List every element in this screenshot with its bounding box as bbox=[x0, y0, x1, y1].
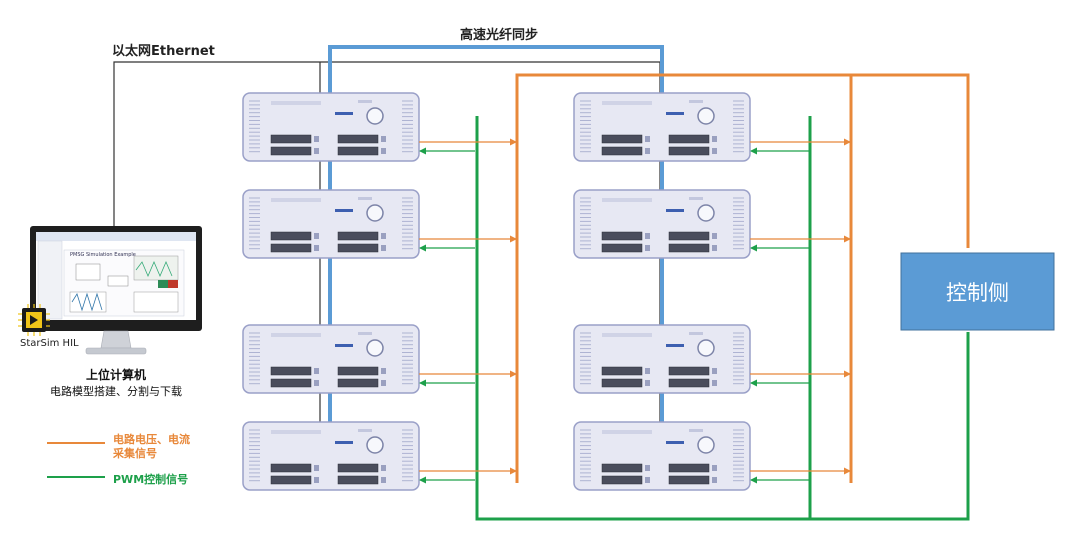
connector-port bbox=[601, 146, 643, 156]
connector-port bbox=[337, 378, 379, 388]
sampling-signal-bus bbox=[515, 73, 970, 483]
connector-port bbox=[270, 134, 312, 144]
host-title: 上位计算机 bbox=[85, 368, 146, 382]
connector-port bbox=[270, 231, 312, 241]
power-knob-icon bbox=[366, 204, 384, 222]
ethernet-label: 以太网Ethernet bbox=[112, 44, 215, 59]
connector-port bbox=[337, 146, 379, 156]
connector-port bbox=[270, 475, 312, 485]
power-knob-icon bbox=[366, 107, 384, 125]
host-computer-monitor bbox=[30, 226, 202, 355]
connector-port bbox=[337, 231, 379, 241]
connector-port bbox=[601, 134, 643, 144]
connector-port bbox=[270, 243, 312, 253]
host-subtitle: 电路模型搭建、分割与下载 bbox=[50, 385, 182, 398]
connector-port bbox=[601, 475, 643, 485]
simulator-unit-left-3 bbox=[242, 324, 420, 394]
power-knob-icon bbox=[366, 436, 384, 454]
connector-port bbox=[601, 378, 643, 388]
simulator-unit-left-2 bbox=[242, 189, 420, 259]
power-knob-icon bbox=[697, 436, 715, 454]
legend-orange-label-2: 采集信号 bbox=[113, 447, 157, 460]
legend-orange-label-1: 电路电压、电流 bbox=[113, 433, 190, 446]
connector-port bbox=[337, 134, 379, 144]
monitor-window-title: PMSG Simulation Example bbox=[70, 252, 136, 258]
starsim-chip-icon bbox=[18, 304, 50, 336]
connector-port bbox=[601, 366, 643, 376]
connector-port bbox=[668, 243, 710, 253]
connector-port bbox=[601, 463, 643, 473]
connector-port bbox=[337, 243, 379, 253]
power-knob-icon bbox=[697, 204, 715, 222]
connector-port bbox=[601, 243, 643, 253]
simulator-unit-right-2 bbox=[573, 189, 751, 259]
connector-port bbox=[601, 231, 643, 241]
connector-port bbox=[668, 366, 710, 376]
connector-port bbox=[337, 366, 379, 376]
connector-port bbox=[270, 146, 312, 156]
connector-port bbox=[337, 463, 379, 473]
connector-port bbox=[668, 475, 710, 485]
connector-port bbox=[668, 463, 710, 473]
simulator-unit-left-1 bbox=[242, 92, 420, 162]
simulator-unit-right-4 bbox=[573, 421, 751, 491]
simulator-unit-right-3 bbox=[573, 324, 751, 394]
power-knob-icon bbox=[697, 107, 715, 125]
legend-green-label: PWM控制信号 bbox=[113, 473, 189, 486]
pwm-signal-bus bbox=[475, 116, 970, 521]
simulator-unit-right-1 bbox=[573, 92, 751, 162]
connector-port bbox=[668, 231, 710, 241]
connector-port bbox=[270, 366, 312, 376]
connector-port bbox=[337, 475, 379, 485]
fiber-sync-label: 高速光纤同步 bbox=[460, 28, 539, 43]
simulator-unit-left-4 bbox=[242, 421, 420, 491]
connector-port bbox=[270, 463, 312, 473]
control-side-box bbox=[900, 252, 1055, 331]
fiber-sync-bus bbox=[328, 45, 664, 488]
control-side-label: 控制侧 bbox=[946, 281, 1009, 305]
connector-port bbox=[668, 146, 710, 156]
starsim-label: StarSim HIL bbox=[20, 338, 79, 349]
connector-port bbox=[270, 378, 312, 388]
connector-port bbox=[668, 378, 710, 388]
power-knob-icon bbox=[366, 339, 384, 357]
power-knob-icon bbox=[697, 339, 715, 357]
connector-port bbox=[668, 134, 710, 144]
